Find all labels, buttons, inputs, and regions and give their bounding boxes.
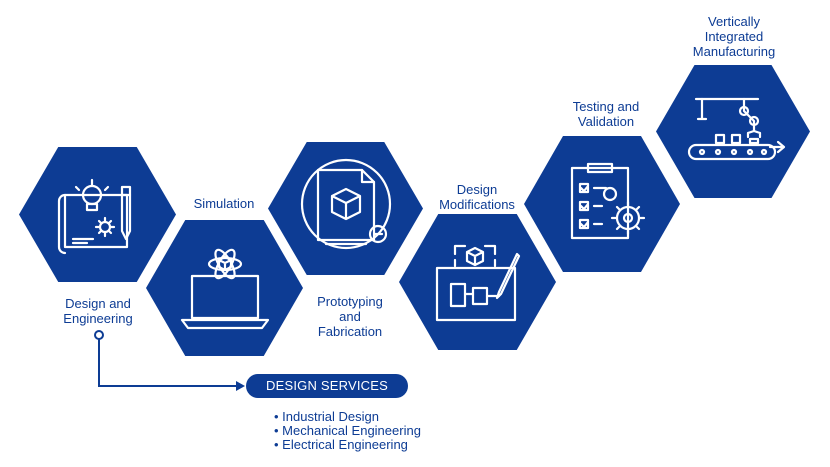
service-item: Electrical Engineering xyxy=(274,438,421,452)
connector-arrowhead xyxy=(236,381,245,391)
connector-start-dot xyxy=(94,330,104,340)
label-line: Validation xyxy=(577,114,635,129)
service-item: Mechanical Engineering xyxy=(274,424,421,438)
hex-manufacturing xyxy=(656,65,810,198)
hex-design-engineering xyxy=(19,147,176,282)
label-line: Integrated xyxy=(704,29,764,44)
design-services-list: Industrial Design Mechanical Engineering… xyxy=(274,410,421,452)
label-line: Prototyping xyxy=(317,294,383,309)
label-design-engineering: Design and Engineering xyxy=(43,296,153,326)
label-line: Design xyxy=(456,182,498,197)
label-manufacturing: Vertically Integrated Manufacturing xyxy=(676,14,792,59)
label-testing-validation: Testing and Validation xyxy=(556,99,656,129)
hex-testing-validation xyxy=(524,136,680,272)
blueprint-gear-bulb-icon xyxy=(57,178,132,255)
hex-prototyping xyxy=(268,142,423,275)
design-services-title: DESIGN SERVICES xyxy=(246,374,408,398)
label-line: Manufacturing xyxy=(692,44,776,59)
label-line: Vertically xyxy=(707,14,761,29)
label-line: and xyxy=(339,309,361,324)
service-item: Industrial Design xyxy=(274,410,421,424)
tablet-stylus-cube-icon xyxy=(435,244,521,322)
checklist-gear-icon xyxy=(570,162,646,240)
label-line: Fabrication xyxy=(317,324,383,339)
label-line: Testing and xyxy=(572,99,640,114)
label-line: Modifications xyxy=(439,197,515,212)
3d-print-cube-icon xyxy=(300,158,392,250)
label-line: Simulation xyxy=(193,196,255,211)
label-design-modifications: Design Modifications xyxy=(422,182,532,212)
label-line: Design and xyxy=(65,296,131,311)
label-simulation: Simulation xyxy=(176,196,272,211)
label-prototyping: Prototyping and Fabrication xyxy=(298,294,402,339)
connector-line xyxy=(98,339,236,387)
label-line: Engineering xyxy=(63,311,133,326)
laptop-atom-cube-icon xyxy=(180,248,270,330)
robot-arm-conveyor-icon xyxy=(687,97,786,161)
